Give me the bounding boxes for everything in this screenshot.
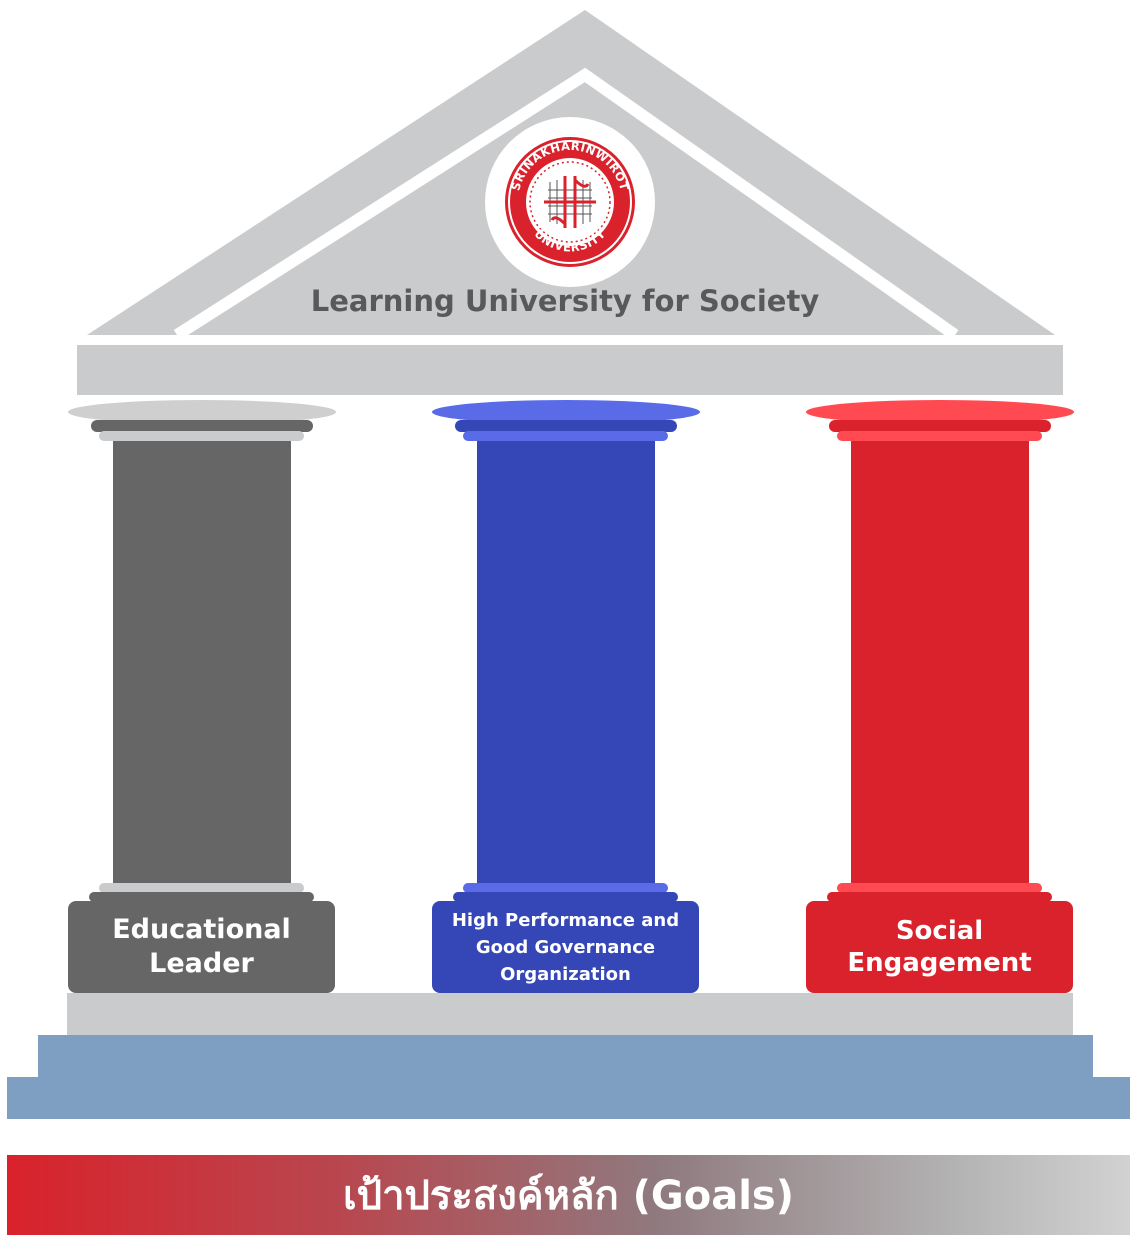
pillar-label-social-engagement: Social Engagement (806, 901, 1073, 993)
roof-inner-line (173, 67, 959, 341)
pillar-social-engagement (806, 400, 1074, 993)
pillar-label-line: High Performance and (451, 909, 680, 931)
pillar-label-educational-leader: Educational Leader (68, 901, 335, 993)
pillar-high-performance (432, 400, 700, 993)
pillar-label-line: Educational (112, 914, 291, 946)
pillar-label-line: Organization (500, 963, 631, 985)
entablature (77, 345, 1063, 395)
goals-banner: เป้าประสงค์หลัก (Goals) (7, 1155, 1130, 1235)
goals-title: เป้าประสงค์หลัก (Goals) (343, 1173, 794, 1219)
foundation-top (67, 993, 1073, 1035)
pillar-educational-leader (68, 400, 336, 993)
motto-text: Learning University for Society (310, 284, 820, 318)
temple-diagram: SRINAKHARINWIROT UNIVERSITY (7, 10, 1130, 1119)
university-seal-logo: SRINAKHARINWIROT UNIVERSITY (485, 117, 655, 287)
foundation-step-lower (7, 1077, 1130, 1119)
foundation-step-upper (38, 1035, 1093, 1077)
pillar-label-line: Good Governance (475, 936, 656, 958)
pillar-label-high-performance: High Performance and Good Governance Org… (432, 901, 699, 993)
pillar-label-line: Social (895, 915, 984, 946)
pillar-label-line: Leader (149, 948, 254, 979)
pillar-label-line: Engagement (847, 948, 1032, 978)
